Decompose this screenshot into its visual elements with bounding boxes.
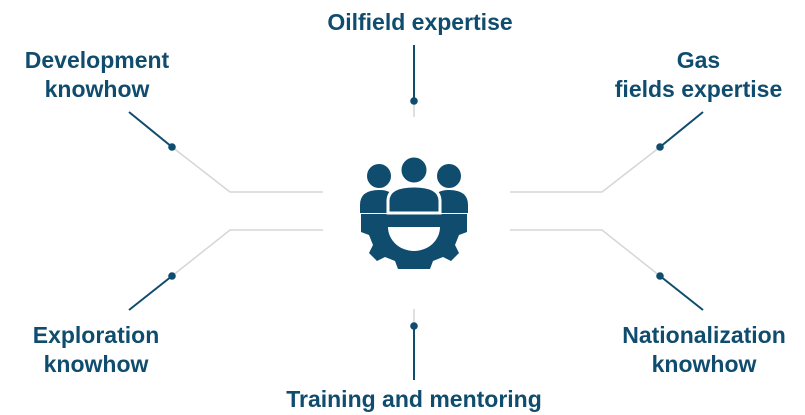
connector-bottom-dot	[410, 322, 418, 330]
connector-top-left-light	[171, 146, 323, 193]
node-development-knowhow: Development knowhow	[4, 46, 190, 104]
node-label-line: Gas	[676, 47, 721, 73]
node-exploration-knowhow: Exploration knowhow	[14, 321, 178, 379]
node-label-line: Development	[24, 47, 170, 73]
connector-top-right-light	[510, 146, 661, 193]
connector-bottom-right-dark	[659, 275, 704, 311]
connector-bottom-right-light	[510, 229, 661, 277]
node-label-line: knowhow	[43, 351, 149, 377]
node-oilfield-expertise: Oilfield expertise	[302, 8, 538, 37]
node-training-and-mentoring: Training and mentoring	[264, 385, 564, 414]
node-label-line: fields expertise	[614, 76, 783, 102]
node-label-line: Exploration	[32, 322, 160, 348]
node-gas-fields-expertise: Gas fields expertise	[596, 46, 801, 104]
connector-top-right-dot	[656, 143, 664, 151]
node-label-line: Training and mentoring	[286, 386, 542, 412]
connector-top-right-dark	[659, 111, 704, 148]
connector-top-left-dark	[128, 111, 173, 148]
connector-top-dot	[410, 97, 418, 105]
node-label-line: Oilfield expertise	[327, 9, 513, 35]
node-label-line: Nationalization	[622, 322, 786, 348]
team-gear-icon	[355, 154, 473, 273]
connector-bottom-right-dot	[656, 272, 664, 280]
node-label-line: knowhow	[651, 351, 757, 377]
node-nationalization-knowhow: Nationalization knowhow	[604, 321, 804, 379]
connector-top-left-dot	[168, 143, 176, 151]
connector-bottom-left-dot	[168, 272, 176, 280]
node-label-line: knowhow	[44, 76, 150, 102]
connector-bottom-left-dark	[128, 275, 173, 311]
connector-bottom-left-light	[171, 229, 323, 277]
